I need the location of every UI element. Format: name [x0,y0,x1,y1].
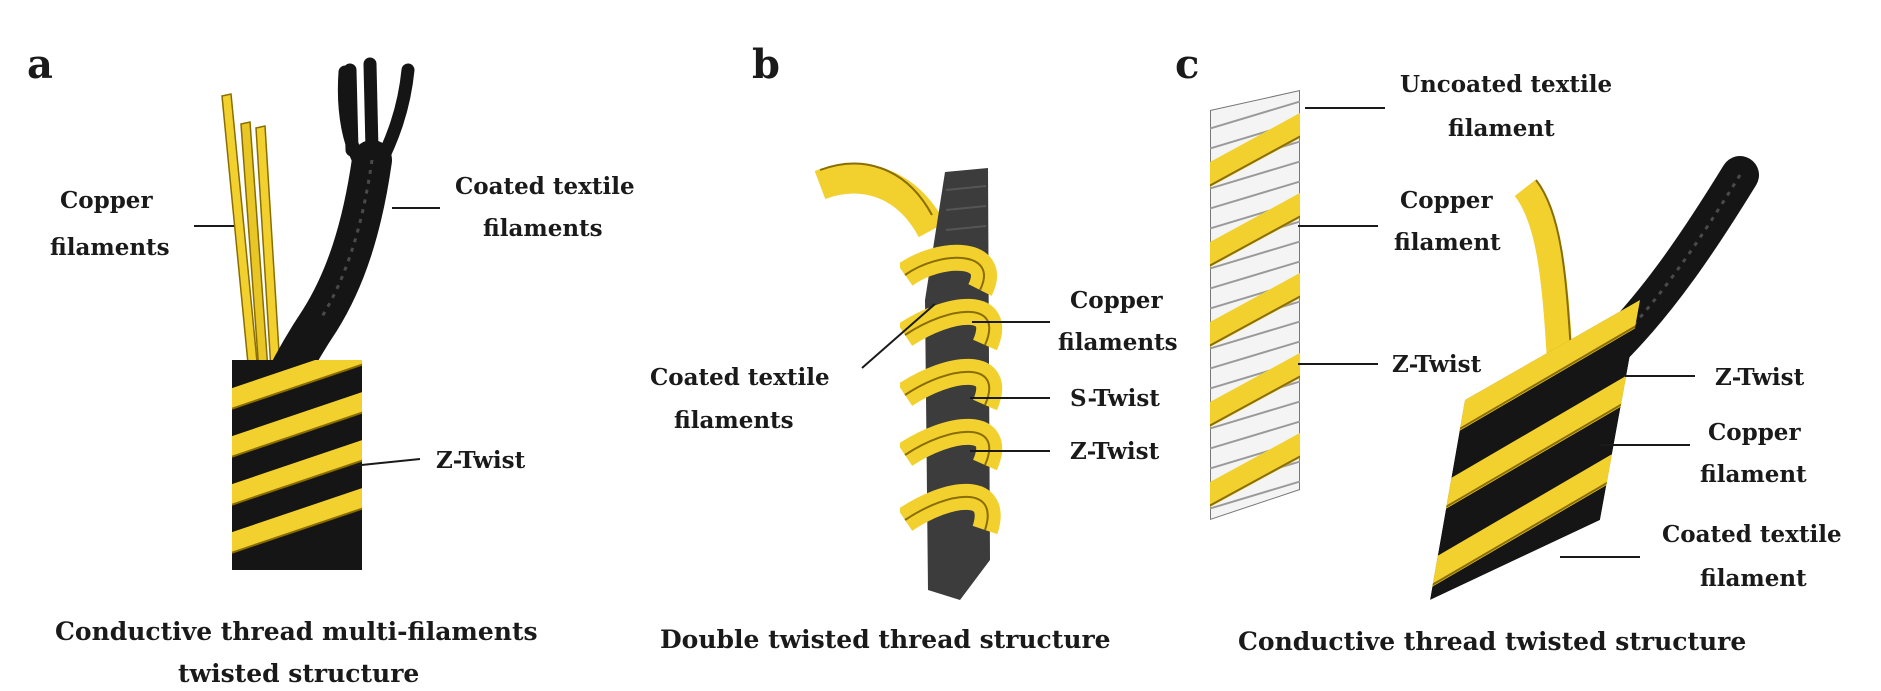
panel-a-letter: a [27,41,53,88]
panel-c-copper-strand [1514,180,1573,361]
panel-a-twisted-body [232,360,362,570]
panel-a-copper-filaments [221,93,281,375]
panel-c: c Uncoated textile filament Copper filam… [1175,41,1842,656]
panel-b-stwist-label: S-Twist [1070,385,1160,412]
panel-b-copper-helix [900,244,1003,535]
panel-c-coated-thread [1430,300,1640,600]
panel-a-ztwist-leader [351,458,421,467]
panel-c-ztwist1-label: Z-Twist [1392,351,1482,378]
panel-a-copper-label-1: Copper [60,187,153,214]
panel-b-copper-top [814,163,946,238]
panel-c-letter: c [1175,41,1199,88]
panel-c-copper1-label-1: Copper [1400,187,1493,214]
panel-c-copper1-label-2: filament [1394,229,1501,256]
panel-c-copper2-label-1: Copper [1708,419,1801,446]
panel-c-ztwist2-label: Z-Twist [1715,364,1805,391]
panel-a-caption-2: twisted structure [178,659,419,688]
panel-a-ztwist-label: Z-Twist [436,447,526,474]
panel-a-coated-label-2: filaments [483,215,603,242]
panel-c-coated-label-2: filament [1700,565,1807,592]
panel-a-coated-label-1: Coated textile [455,173,635,200]
panel-c-caption: Conductive thread twisted structure [1238,627,1746,656]
panel-b-coated-leader [861,303,936,369]
panel-c-uncoated-thread [1210,90,1300,520]
panel-a-coated-filaments [265,57,415,400]
panel-a: a Copper filaments Coated textile filame… [27,41,635,688]
panel-b-ztwist-label: Z-Twist [1070,438,1160,465]
panel-a-caption-1: Conductive thread multi-filaments [55,617,538,646]
panel-b-copper-label-2: filaments [1058,329,1178,356]
panel-b: b Copper filaments Coated textile filame… [650,41,1178,654]
panel-b-letter: b [752,41,780,88]
panel-c-coated-label-1: Coated textile [1662,521,1842,548]
panel-a-copper-label-2: filaments [50,234,170,261]
panel-b-copper-label-1: Copper [1070,287,1163,314]
panel-c-copper2-label-2: filament [1700,461,1807,488]
panel-c-uncoated-label-1: Uncoated textile [1400,71,1612,98]
panel-b-caption: Double twisted thread structure [660,625,1111,654]
panel-c-uncoated-label-2: filament [1448,115,1555,142]
panel-b-coated-label-1: Coated textile [650,364,830,391]
panel-b-coated-label-2: filaments [674,407,794,434]
